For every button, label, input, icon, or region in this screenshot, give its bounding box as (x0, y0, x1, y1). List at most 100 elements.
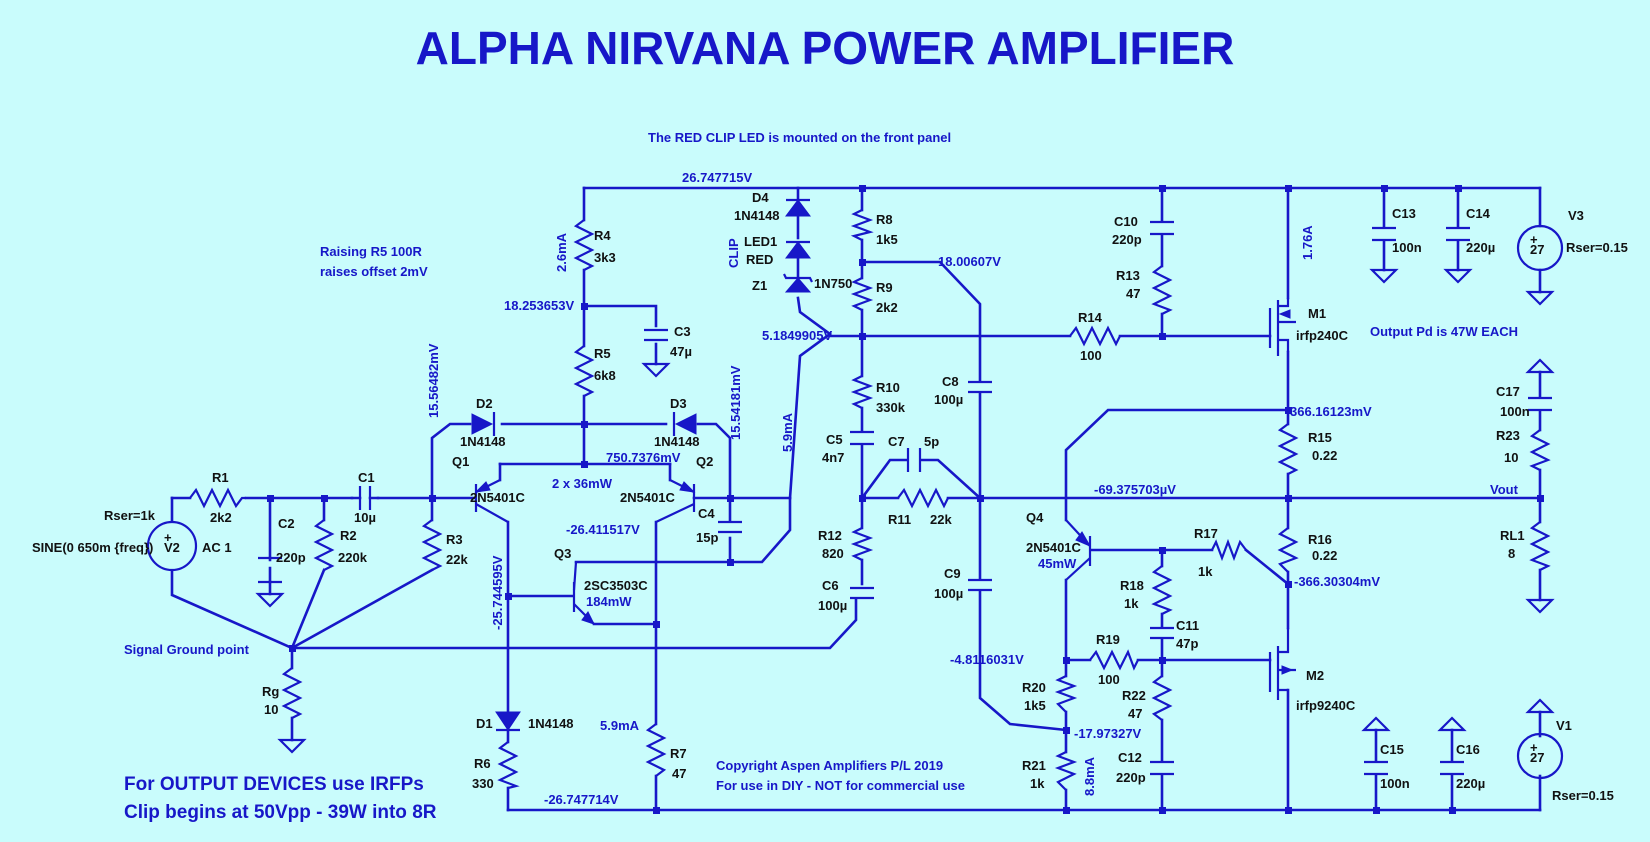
value-q2: 2N5401C (620, 490, 676, 505)
page-title: ALPHA NIRVANA POWER AMPLIFIER (416, 22, 1235, 74)
label-q4: Q4 (1026, 510, 1044, 525)
mosfet-m2 (1268, 628, 1296, 700)
resistor-r18 (1151, 565, 1173, 615)
voltage-rail-neg: -26.747714V (544, 792, 619, 807)
current-m1: 1.76A (1300, 225, 1315, 260)
capacitor-c2 (258, 556, 282, 584)
voltage-15-56: 15.56482mV (426, 343, 441, 418)
components: + + + (146, 198, 1564, 791)
resistor-r17 (1211, 538, 1247, 562)
value-c1: 10µ (354, 510, 376, 525)
label-r12: R12 (818, 528, 842, 543)
note-output-devices: For OUTPUT DEVICES use IRFPs (124, 774, 424, 795)
value-c3: 47µ (670, 344, 692, 359)
label-r14: R14 (1078, 310, 1103, 325)
value-c16: 220µ (1456, 776, 1485, 791)
label-r7: R7 (670, 746, 687, 761)
value-q1: 2N5401C (470, 490, 526, 505)
voltage-366-30: -366.30304mV (1294, 574, 1380, 589)
value-r13: 47 (1126, 286, 1140, 301)
value-r2: 220k (338, 550, 368, 565)
value-r10: 330k (876, 400, 906, 415)
value-r17: 1k (1198, 564, 1213, 579)
resistor-r10 (850, 375, 874, 409)
label-r22: R22 (1122, 688, 1146, 703)
note-clip: CLIP (726, 238, 741, 268)
value-c5: 4n7 (822, 450, 844, 465)
label-v2: V2 (164, 540, 180, 555)
label-r2: R2 (340, 528, 357, 543)
label-d2: D2 (476, 396, 493, 411)
value-r19: 100 (1098, 672, 1120, 687)
diode-d1 (495, 711, 521, 732)
label-c6: C6 (822, 578, 839, 593)
svg-text:+: + (1530, 232, 1538, 247)
resistor-r3 (421, 519, 443, 571)
ground-c13 (1370, 268, 1398, 284)
note-raising-r5-2: raises offset 2mV (320, 264, 428, 279)
label-c13: C13 (1392, 206, 1416, 221)
value-r21: 1k (1030, 776, 1045, 791)
capacitor-c11 (1150, 626, 1174, 640)
note-output-pd: Output Pd is 47W EACH (1370, 324, 1518, 339)
value-v1: 27 (1530, 750, 1544, 765)
label-r17: R17 (1194, 526, 1218, 541)
label-c1: C1 (358, 470, 375, 485)
label-c10: C10 (1114, 214, 1138, 229)
label-r20: R20 (1022, 680, 1046, 695)
value-c8: 100µ (934, 392, 963, 407)
label-v3: V3 (1568, 208, 1584, 223)
supply-c16 (1438, 716, 1466, 732)
value-r16: 0.22 (1312, 548, 1337, 563)
ground-rg (278, 738, 306, 754)
label-r10: R10 (876, 380, 900, 395)
voltage-rail-pos: 26.747715V (682, 170, 752, 185)
value-r6: 330 (472, 776, 494, 791)
note-copyright: Copyright Aspen Amplifiers P/L 2019 (716, 758, 943, 773)
label-rl1: RL1 (1500, 528, 1525, 543)
label-r19: R19 (1096, 632, 1120, 647)
value-c12: 220p (1116, 770, 1146, 785)
power-q1q2: 2 x 36mW (552, 476, 613, 491)
label-r16: R16 (1308, 532, 1332, 547)
transistor-q1 (474, 479, 509, 523)
resistor-r2 (313, 519, 335, 571)
supply-v1 (1526, 698, 1554, 714)
capacitor-c16 (1440, 760, 1464, 776)
ground-c14 (1444, 268, 1472, 284)
resistor-r4 (573, 219, 595, 271)
label-q2: Q2 (696, 454, 713, 469)
value-m2: irfp9240C (1296, 698, 1356, 713)
value-r4: 3k3 (594, 250, 616, 265)
voltage-5-18: 5.1849905V (762, 328, 832, 343)
label-c17: C17 (1496, 384, 1520, 399)
label-r13: R13 (1116, 268, 1140, 283)
voltage-out: -69.375703µV (1094, 482, 1176, 497)
note-clip-led: The RED CLIP LED is mounted on the front… (648, 130, 951, 145)
value-r18: 1k (1124, 596, 1139, 611)
capacitor-c6 (850, 586, 874, 600)
resistor-rl1 (1529, 521, 1551, 571)
diode-d3 (672, 412, 697, 436)
voltage-25-74: -25.744595V (490, 555, 505, 630)
voltage-366-16: 366.16123mV (1290, 404, 1372, 419)
current-q3: 5.9mA (780, 412, 795, 452)
value-led1: RED (746, 252, 773, 267)
label-c12: C12 (1118, 750, 1142, 765)
supply-c17 (1526, 358, 1554, 374)
capacitor-c15 (1364, 760, 1388, 776)
label-r15: R15 (1308, 430, 1332, 445)
value-c2: 220p (276, 550, 306, 565)
value-r9: 2k2 (876, 300, 898, 315)
capacitor-c10 (1150, 220, 1174, 236)
label-r1: R1 (212, 470, 229, 485)
supply-c15 (1362, 716, 1390, 732)
capacitor-c3 (644, 328, 668, 342)
transistor-q2 (655, 479, 696, 523)
value-r22: 47 (1128, 706, 1142, 721)
value-q4: 2N5401C (1026, 540, 1082, 555)
label-q1: Q1 (452, 454, 469, 469)
value-r23: 10 (1504, 450, 1518, 465)
label-r23: R23 (1496, 428, 1520, 443)
